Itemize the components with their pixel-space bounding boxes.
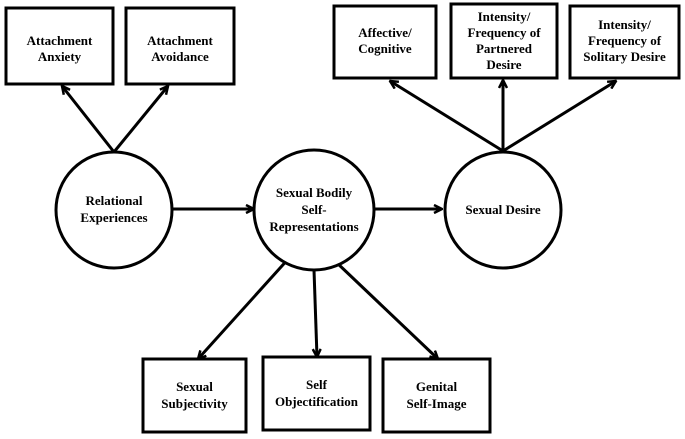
arrow-to-attachment-anxiety [62,86,116,153]
arrow-to-self-objectification [314,269,317,357]
node-label: Attachment [27,33,93,48]
node-label: Self-Image [407,396,467,411]
node-relational-experiences: Relational Experiences [54,150,174,270]
node-label: Frequency of [588,33,662,48]
arrow-to-solitary-desire [502,81,616,153]
node-solitary-desire: Intensity/ Frequency of Solitary Desire [568,4,681,80]
arrow-to-genital-self-image [334,260,438,359]
node-label: Intensity/ [598,17,651,32]
connectors [62,80,616,359]
node-label: Intensity/ [478,9,531,24]
arrow-to-sexual-subjectivity [198,255,292,359]
node-label: Sexual [176,379,213,394]
node-label: Relational [85,193,142,208]
node-sexual-subjectivity: Sexual Subjectivity [141,357,248,434]
node-label: Self [306,377,328,392]
node-label: Experiences [80,210,147,225]
node-label: Affective/ [358,25,412,40]
node-genital-self-image: Genital Self-Image [381,357,492,434]
node-label: Sexual Desire [465,202,540,217]
node-label: Partnered [476,41,533,56]
node-label: Avoidance [151,49,209,64]
arrow-to-affective-cognitive [390,81,504,153]
node-label: Sexual Bodily [276,185,353,200]
node-self-objectification: Self Objectification [261,355,372,432]
node-sexual-desire: Sexual Desire [443,150,563,270]
node-label: Cognitive [358,41,412,56]
node-label: Anxiety [38,49,82,64]
node-partnered-desire: Intensity/ Frequency of Partnered Desire [449,2,559,80]
node-label: Representations [269,219,358,234]
node-label: Desire [486,57,521,72]
node-label: Objectification [275,394,359,409]
node-attachment-anxiety: Attachment Anxiety [4,6,115,86]
node-affective-cognitive: Affective/ Cognitive [332,4,438,80]
node-sexual-bodily-self-representations: Sexual Bodily Self- Representations [252,148,376,272]
node-label: Self- [301,202,326,217]
node-label: Attachment [147,33,213,48]
node-label: Subjectivity [161,396,228,411]
node-label: Solitary Desire [583,49,666,64]
arrow-to-attachment-avoidance [112,86,168,153]
node-label: Frequency of [467,25,541,40]
node-attachment-avoidance: Attachment Avoidance [124,6,236,86]
node-label: Genital [416,379,458,394]
